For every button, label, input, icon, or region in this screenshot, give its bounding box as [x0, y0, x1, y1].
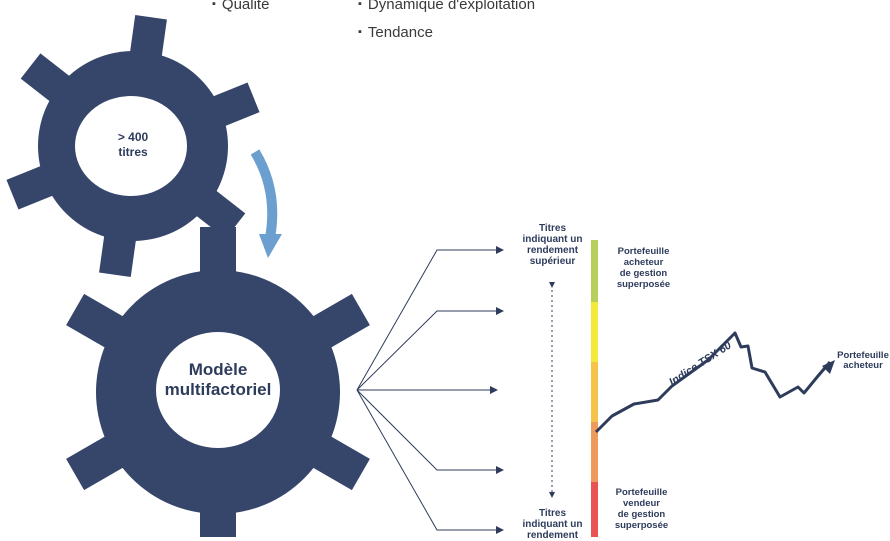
top-gear-label-line2: titres [118, 145, 148, 159]
seller-overlay-l3: de gestion [617, 509, 666, 520]
bullet-dynamique: Dynamique d'exploitation [358, 0, 535, 13]
scale-top-label-l2: indiquant un [522, 234, 583, 245]
scale-bottom-label-l3: rendement [526, 530, 579, 541]
buyer-overlay-l1: Portefeuille [617, 246, 670, 257]
scale-top-label: Titres indiquant un rendement supérieur [515, 223, 590, 267]
buyer-right-l2: acheteur [843, 360, 883, 371]
seller-overlay-l2: vendeur [623, 498, 660, 509]
scale-bottom-label-l1: Titres [538, 508, 567, 519]
color-scale-bar [591, 240, 598, 537]
index-line [594, 331, 832, 434]
bottom-gear-label: Modèle multifactoriel [148, 360, 288, 400]
bullet-qualite: Qualité [212, 0, 270, 13]
buyer-overlay-label: Portefeuille acheteur de gestion superpo… [606, 246, 681, 290]
buyer-overlay-l3: de gestion [619, 268, 668, 279]
scale-bottom-label-l2: indiquant un [522, 519, 583, 530]
bottom-gear-label-line1: Modèle [188, 360, 248, 379]
buyer-overlay-l4: superposée [616, 279, 671, 290]
buyer-right-label: Portefeuille acheteur [836, 351, 890, 371]
top-gear-label: > 400 titres [98, 130, 168, 160]
bottom-gear-label-line2: multifactoriel [164, 380, 272, 399]
fan-arrows [356, 246, 504, 534]
index-label: Indice TSX 60 [667, 339, 734, 389]
top-gear-icon [6, 15, 260, 277]
scale-top-label-l3: rendement [526, 245, 579, 256]
curved-arrow-icon [250, 149, 278, 239]
scale-top-label-l1: Titres [538, 223, 567, 234]
scale-bottom-label: Titres indiquant un rendement [515, 508, 590, 541]
scale-top-label-l4: supérieur [529, 256, 576, 267]
seller-overlay-l4: superposée [614, 520, 669, 531]
bottom-gear-icon [66, 227, 370, 537]
buyer-overlay-l2: acheteur [623, 257, 664, 268]
seller-overlay-l1: Portefeuille [615, 487, 668, 498]
seller-overlay-label: Portefeuille vendeur de gestion superpos… [604, 487, 679, 531]
top-gear-label-line1: > 400 [117, 130, 149, 144]
buyer-right-l1: Portefeuille [837, 351, 889, 361]
bullet-tendance: Tendance [358, 24, 433, 41]
